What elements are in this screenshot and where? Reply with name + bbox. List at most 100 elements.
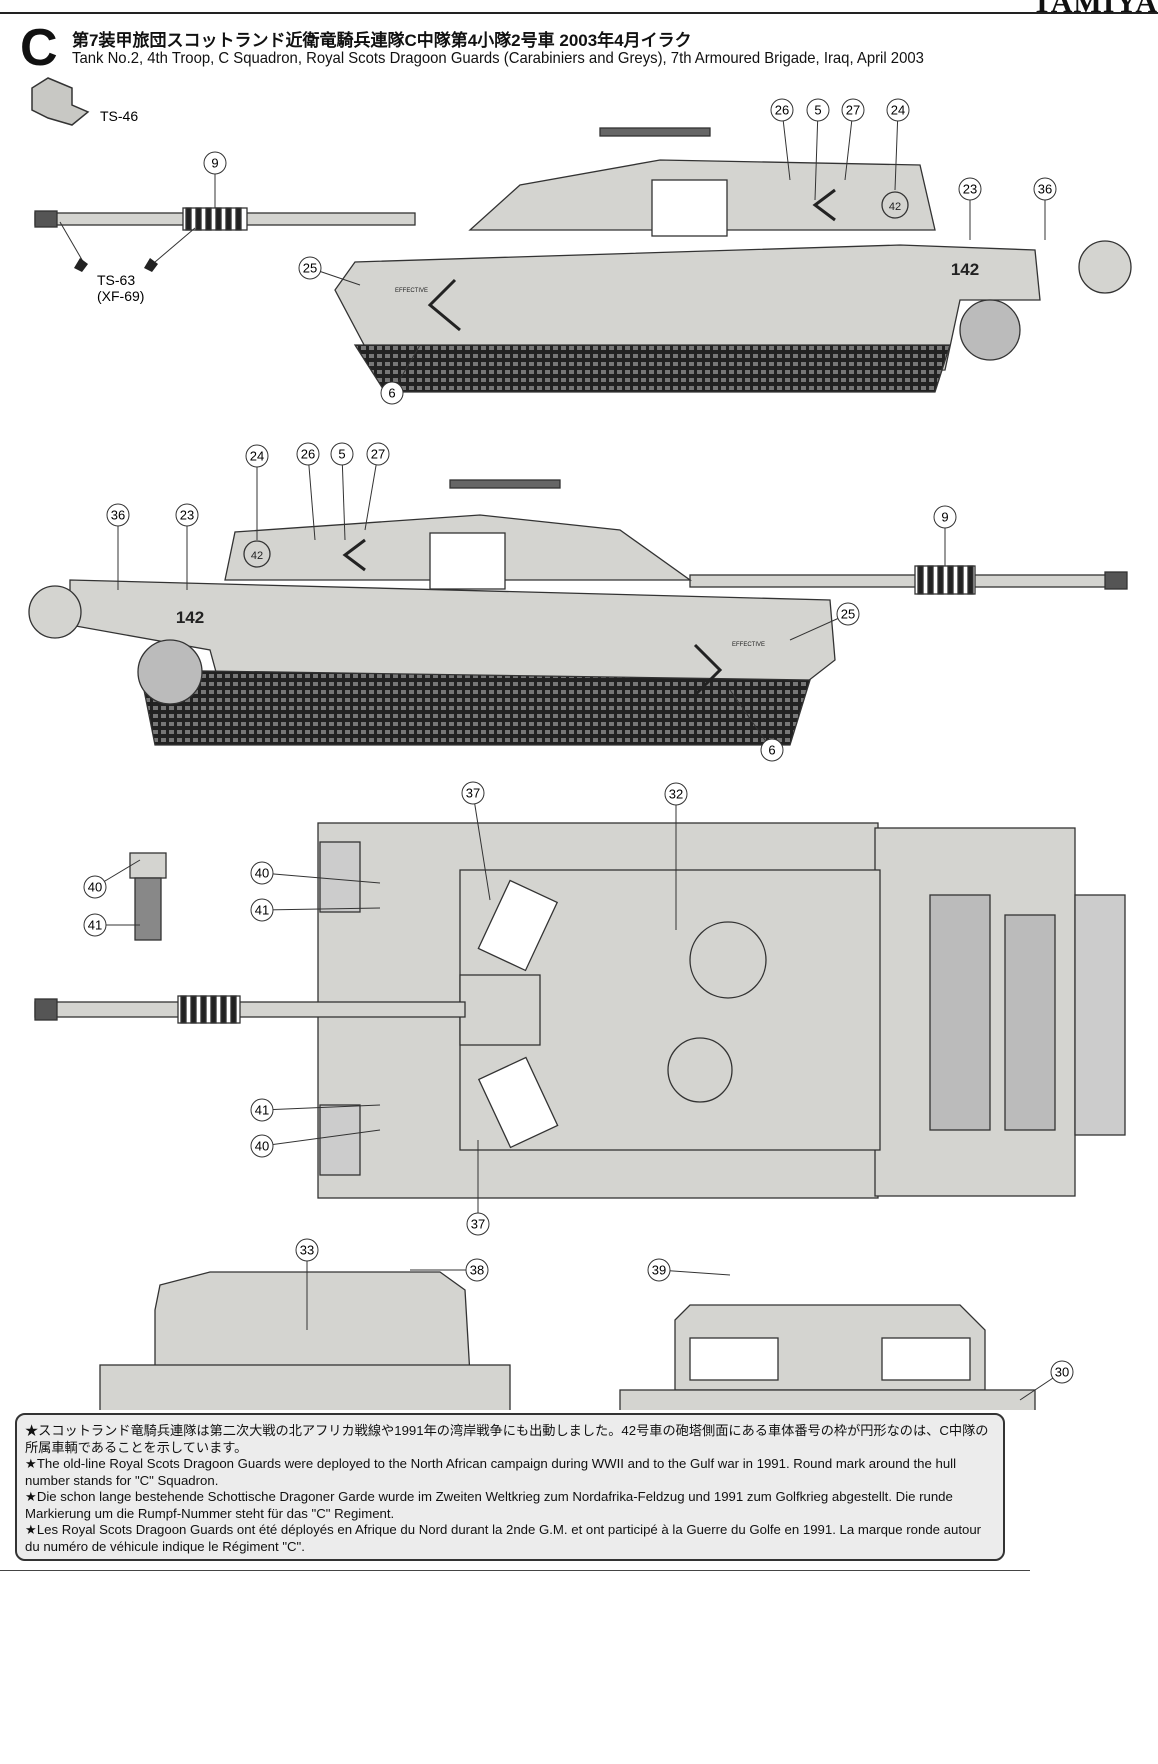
callout-circle (380, 381, 404, 405)
callout-circle (836, 602, 860, 626)
note-japanese: ★スコットランド竜騎兵連隊は第二次大戦の北アフリカ戦線や1991年の湾岸戦争にも… (25, 1423, 989, 1455)
callout-leader (844, 109, 854, 181)
callout-number: 26 (301, 447, 315, 462)
muzzle (34, 210, 58, 228)
gun-barrel (689, 574, 1111, 588)
turret-number: 42 (251, 550, 263, 562)
callout-circle (83, 913, 107, 937)
callout-top-view-41: 41 (250, 898, 381, 922)
callout-front-view-33: 33 (295, 1238, 319, 1330)
note-english: ★The old-line Royal Scots Dragoon Guards… (25, 1456, 957, 1488)
callout-top-view-40: 40 (250, 1129, 381, 1158)
callout-number: 23 (963, 182, 977, 197)
callout-number: 5 (814, 103, 821, 118)
callout-number: 25 (841, 607, 855, 622)
callout-circle (106, 503, 130, 527)
callout-side-left-5: 5 (806, 98, 830, 201)
rear-view (619, 1304, 1036, 1410)
gun-barrel (34, 1001, 466, 1018)
track-paint-callout: TS-63 (XF-69) (59, 221, 196, 304)
callout-number: 6 (388, 386, 395, 401)
top-view (34, 822, 1126, 1199)
callout-number: 24 (891, 103, 905, 118)
callout-circle (1033, 177, 1057, 201)
callout-circle (298, 256, 322, 280)
scheme-letter: C (20, 19, 58, 77)
note-french: ★Les Royal Scots Dragoon Guards ont été … (25, 1522, 982, 1554)
callout-circle (83, 875, 107, 899)
callout-leader (781, 109, 791, 181)
muzzle (34, 998, 58, 1021)
callout-leader (729, 689, 773, 751)
callout-top-view-40: 40 (250, 861, 381, 885)
commander-cupola (689, 921, 767, 999)
track-run (139, 669, 811, 746)
callout-side-right-6: 6 (729, 689, 784, 762)
callout-side-left-25: 25 (298, 256, 361, 286)
callout-side-right-36: 36 (106, 503, 130, 590)
callout-number: 9 (211, 156, 218, 171)
callout-leader (261, 1129, 381, 1147)
callout-number: 25 (303, 261, 317, 276)
callout-circle (366, 442, 390, 466)
track-run (353, 344, 951, 393)
notes-box: ★スコットランド竜騎兵連隊は第二次大戦の北アフリカ戦線や1991年の湾岸戦争にも… (15, 1413, 1005, 1561)
hull-number: 142 (951, 260, 979, 279)
hatch-window-bottom (477, 1056, 559, 1149)
callout-number: 36 (1038, 182, 1052, 197)
callout-circle (330, 442, 354, 466)
callout-leader (261, 872, 381, 884)
callout-side-right-25: 25 (789, 602, 860, 641)
callout-number: 27 (371, 447, 385, 462)
paint-chip-ts46: TS-46 (31, 77, 138, 126)
callout-circle (1050, 1360, 1074, 1384)
callout-number: 24 (250, 449, 264, 464)
turret-rear-window-right (881, 1337, 971, 1381)
callout-leader (894, 109, 899, 191)
turret-chevron (342, 538, 366, 572)
callout-circle (760, 738, 784, 762)
callout-circle (250, 1134, 274, 1158)
callout-top-view-41: 41 (250, 1098, 381, 1122)
effective-mark: EFFECTIVE (732, 642, 765, 648)
callout-circle (466, 1212, 490, 1236)
callout-circle (203, 151, 227, 175)
callout-number: 40 (255, 1139, 269, 1154)
front-stowage-bottom (319, 1104, 361, 1176)
callout-circle (770, 98, 794, 122)
callout-side-left-26: 26 (770, 98, 794, 181)
side-view-right: 42 142 EFFECTIVE (28, 479, 1128, 746)
turret-window (651, 179, 728, 237)
callout-number: 6 (768, 743, 775, 758)
header-rule (0, 12, 1158, 14)
paint-label-ts63: TS-63 (97, 272, 135, 288)
callout-circle (245, 444, 269, 468)
callout-circle (841, 98, 865, 122)
paint-label-xf69: (XF-69) (97, 288, 144, 304)
callout-leader (658, 1269, 731, 1276)
detail-part-40-41 (129, 852, 167, 941)
rear-fuel-drums (1074, 894, 1126, 1136)
callout-side-right-24: 24 (245, 444, 269, 540)
idler-wheel (1078, 240, 1132, 294)
hull-chevron (427, 278, 461, 332)
machine-gun (599, 127, 711, 137)
callout-side-left-27: 27 (841, 98, 865, 181)
callout-circle (806, 98, 830, 122)
note-german: ★Die schon lange bestehende Schottische … (25, 1489, 953, 1521)
front-view (99, 1271, 511, 1410)
callout-rear-view-30: 30 (1019, 1360, 1074, 1401)
turret-window (429, 532, 506, 590)
callout-side-left-36: 36 (1033, 177, 1057, 240)
callout-number: 41 (255, 903, 269, 918)
sprocket-wheel (959, 299, 1021, 361)
side-view-left: 42 142 EFFECTIVE (34, 127, 1132, 393)
hull-chevron (693, 643, 723, 697)
muzzle (1104, 571, 1128, 590)
turret-number-ring (243, 540, 271, 568)
callout-top-view-32: 32 (664, 782, 688, 930)
painting-diagram: TS-46 42 142 EFFECTIVE TS-63 (XF-69) (28, 77, 1132, 1410)
barrel-stripes (177, 995, 241, 1024)
callout-circle (958, 177, 982, 201)
